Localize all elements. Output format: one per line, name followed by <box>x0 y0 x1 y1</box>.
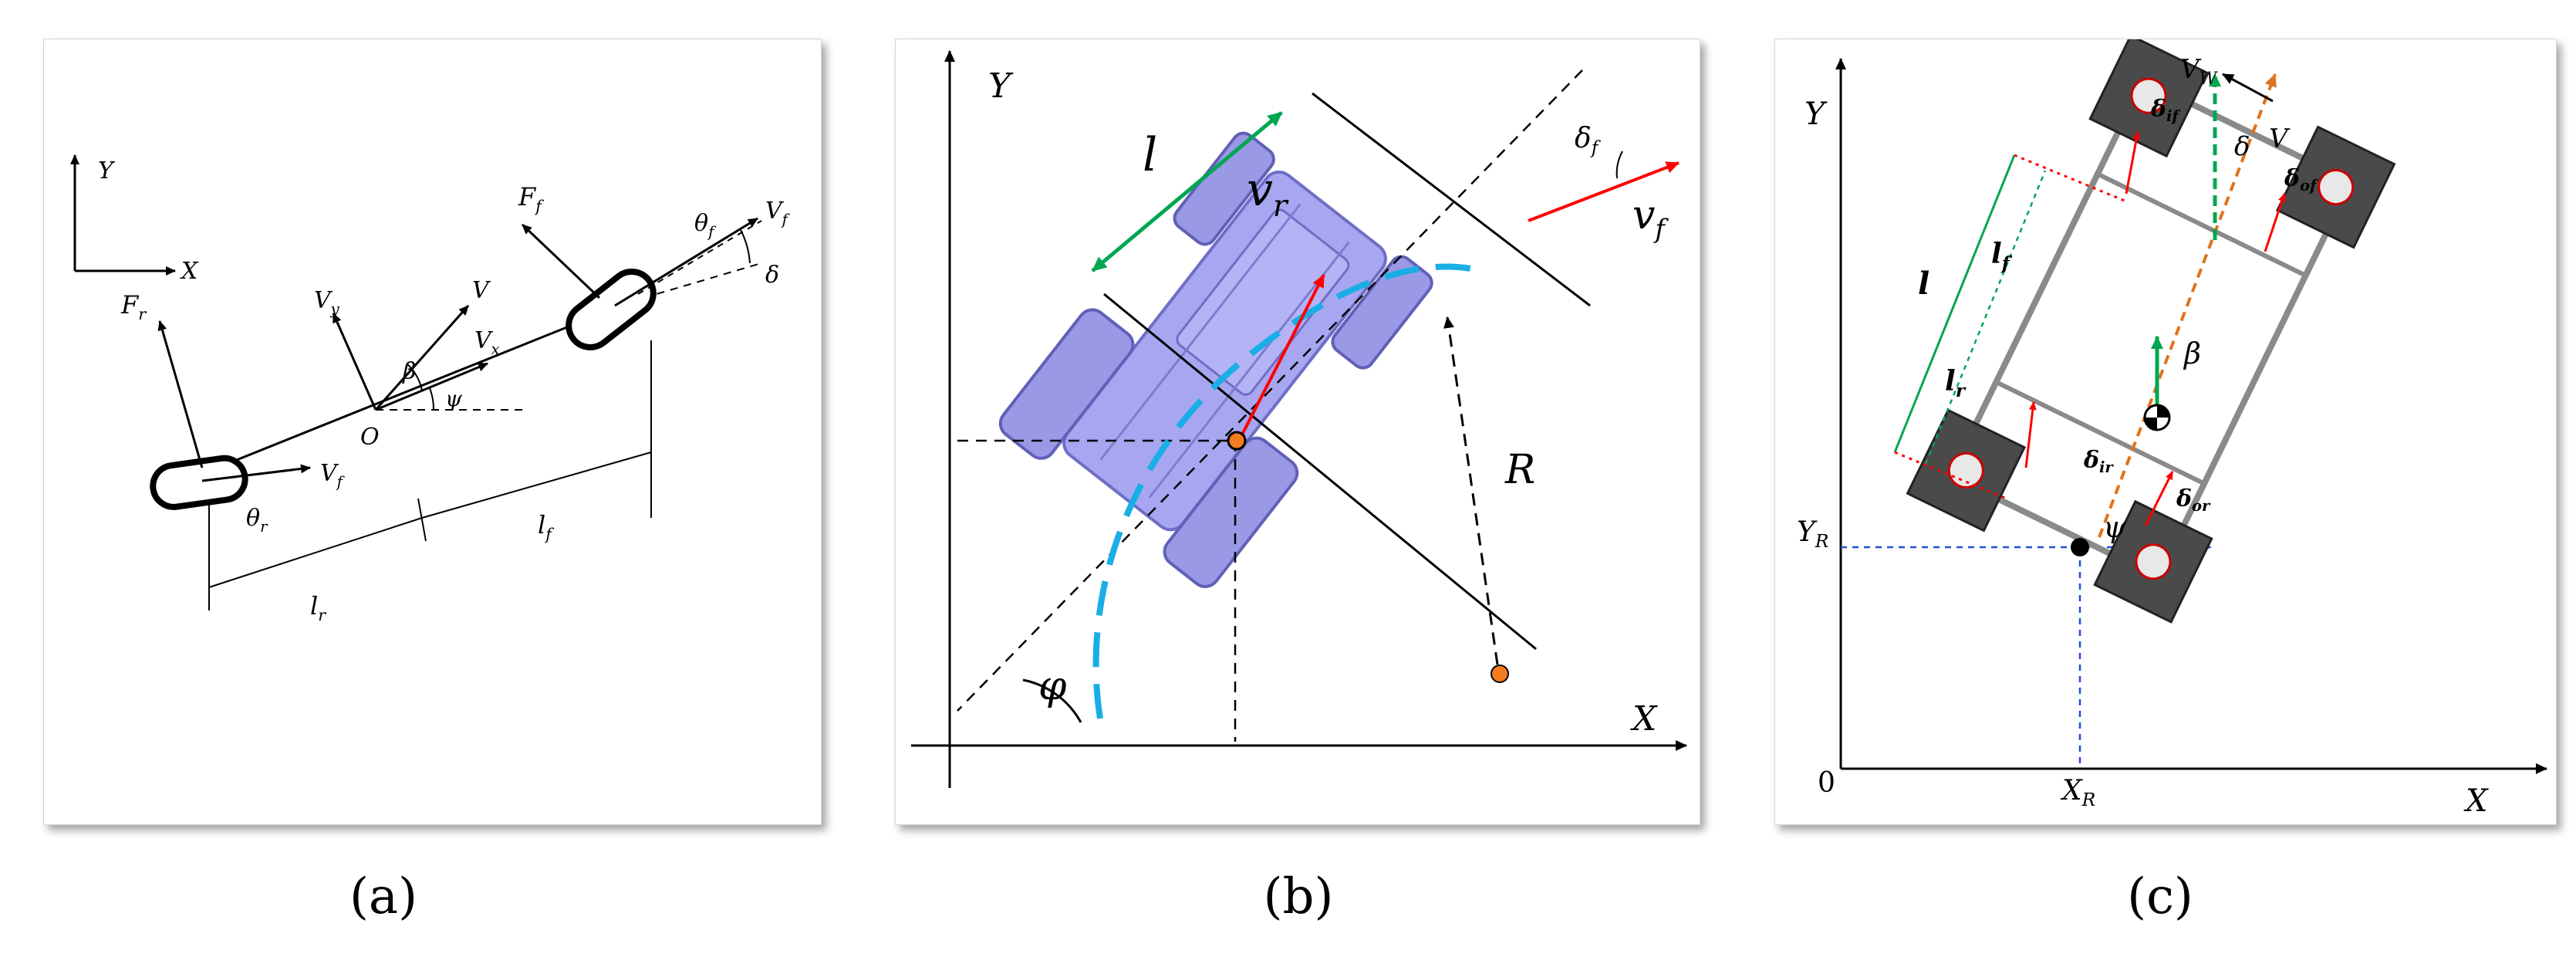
robot-kinematics-diagram: Y X l vr vf δf R φ <box>911 50 1687 788</box>
psi-arc <box>429 387 435 411</box>
rear-velocity-label: vr <box>1247 163 1289 224</box>
centerline-extension <box>630 262 762 303</box>
front-wheel <box>566 269 657 350</box>
reference-point <box>2071 538 2089 556</box>
front-outer-wheel-velocity <box>2264 193 2286 252</box>
delta-f-label: δf <box>1575 123 1602 158</box>
x-axis-label: X <box>2463 783 2489 819</box>
lr-label: lr <box>310 591 326 624</box>
front-velocity-label: Vf <box>765 198 791 228</box>
delta-or-label: δor <box>2176 485 2211 515</box>
vy-label: Vy <box>314 287 340 318</box>
frame-y-label: Y <box>98 157 116 184</box>
front-wheel-heading-dashed <box>637 220 762 295</box>
vx-label: Vx <box>474 327 500 358</box>
delta-ir-label: δir <box>2083 447 2114 476</box>
front-velocity-arrow <box>1528 161 1680 222</box>
vy-arrow <box>332 313 377 411</box>
instant-center-point <box>1491 664 1509 683</box>
front-axle-line <box>1312 92 1591 307</box>
rear-outer-wheel-velocity <box>2144 471 2174 526</box>
length-label: l <box>1143 128 1157 182</box>
front-lateral-force-arrow <box>521 223 601 299</box>
velocity-arrow <box>374 305 470 411</box>
delta-of-label: δof <box>2284 165 2319 194</box>
vx-arrow <box>375 362 488 411</box>
rear-wheel <box>150 455 248 510</box>
panel-b-tracked-robot: Y X l vr vf δf R φ <box>895 39 1700 825</box>
wheelbase-length-arrow <box>1091 111 1283 272</box>
lf-label: lf <box>1991 238 2013 274</box>
front-force-label: Ff <box>518 182 544 215</box>
wheelbase-dimension-line <box>1893 154 2016 453</box>
phi-label: φ <box>1038 663 1067 709</box>
tracked-robot-body <box>998 131 1433 588</box>
lf-lr-dimension-line <box>1924 170 2047 465</box>
yr-label: YR <box>1797 516 1828 552</box>
front-slip-angle-label: θf <box>694 210 717 241</box>
cg-tick <box>417 498 427 542</box>
velocity-label: V <box>472 277 491 304</box>
rear-velocity-arrow <box>1237 274 1325 441</box>
caption-a: (a) <box>349 868 418 925</box>
rear-velocity-arrow <box>201 464 311 482</box>
delta-arc <box>739 228 751 264</box>
robot-chassis <box>1906 39 2396 624</box>
lr-label: lr <box>1945 365 1967 401</box>
beta-label: β <box>2183 336 2201 370</box>
psi-label: ψ <box>2103 510 2127 544</box>
panel-a-bicycle-model: Y X Fr Vf θr Vy V Vx β ψ O Ff Vf θf δ lr… <box>43 39 822 825</box>
center-of-mass-quadrant-1 <box>2157 405 2169 418</box>
lf-dimension-line <box>421 451 652 519</box>
delta-f-arc <box>1615 150 1623 179</box>
caption-c: (c) <box>2127 868 2193 925</box>
delta-if-label: δif <box>2150 96 2181 125</box>
front-axle-extension <box>2014 154 2127 203</box>
y-axis-label: Y <box>1805 96 1828 132</box>
xr-label: XR <box>2060 775 2095 810</box>
caption-b: (b) <box>1263 868 1334 925</box>
velocity-label: V <box>2269 123 2291 154</box>
front-inner-wheel-velocity <box>2125 131 2141 194</box>
origin-label: 0 <box>1818 767 1835 799</box>
rear-force-label: Fr <box>120 290 147 323</box>
frame-x-label: X <box>180 258 199 285</box>
lr-dimension-line <box>208 517 423 588</box>
phi-arc <box>1022 678 1082 723</box>
center-of-mass-quadrant-2 <box>2145 418 2157 430</box>
origin-label: O <box>360 424 380 451</box>
rear-lateral-force-arrow <box>157 320 204 468</box>
delta-label: δ <box>765 262 779 289</box>
vw-label: VW <box>2180 54 2219 89</box>
turning-trajectory <box>1092 263 1483 719</box>
y-axis-label: Y <box>988 66 1014 106</box>
rear-axle-point <box>1227 431 1247 451</box>
rear-axle-extension <box>1894 451 2007 500</box>
bicycle-model-diagram: Y X Fr Vf θr Vy V Vx β ψ O Ff Vf θf δ lr… <box>70 154 791 624</box>
lf-label: lf <box>538 510 554 543</box>
radius-label: R <box>1504 447 1535 493</box>
front-velocity-arrow <box>614 217 758 307</box>
velocity-direction-arrow <box>2098 73 2277 538</box>
vw-offset-arrow <box>2222 73 2274 103</box>
panel-c-four-wheel-robot: Y X 0 YR XR l lf lr VW V δ β ψ δif δof <box>1774 39 2557 825</box>
rear-inner-wheel-velocity <box>2024 401 2037 468</box>
heading-dashed-line <box>957 69 1583 712</box>
psi-label: ψ <box>445 386 463 411</box>
rear-velocity-label: Vf <box>320 460 346 491</box>
beta-label: β <box>402 358 416 385</box>
x-axis-label: X <box>1630 699 1658 739</box>
vehicle-centerline <box>159 300 631 492</box>
length-label: l <box>1918 265 1929 302</box>
rear-slip-angle-label: θr <box>246 505 268 536</box>
front-velocity-label: vf <box>1632 192 1669 244</box>
turning-radius-arrow <box>1443 316 1499 665</box>
delta-label: δ <box>2234 131 2250 162</box>
four-wheel-steering-diagram: Y X 0 YR XR l lf lr VW V δ β ψ δif δof <box>1797 39 2547 819</box>
beta-arc <box>406 363 423 391</box>
rear-axle-line <box>1103 293 1537 651</box>
